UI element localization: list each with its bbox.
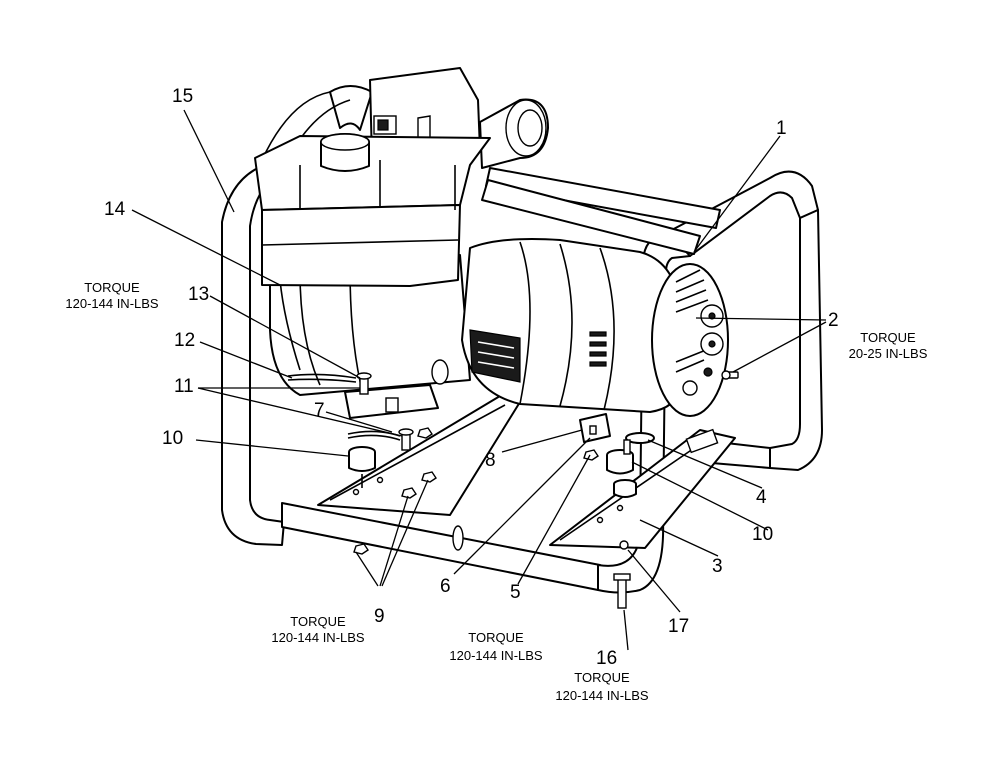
torque-right-value: 20-25 IN-LBS [849, 346, 928, 361]
callout-8: 8 [485, 450, 496, 471]
torque-left-value: 120-144 IN-LBS [65, 296, 159, 311]
callout-10-left: 10 [162, 428, 183, 449]
torque-right-title: TORQUE [860, 330, 916, 345]
callout-1: 1 [776, 118, 787, 139]
callout-4: 4 [756, 487, 767, 508]
torque-item16-value: 120-144 IN-LBS [555, 688, 649, 703]
alternator [461, 238, 739, 417]
callout-9: 9 [374, 606, 385, 627]
circuit-breaker [682, 380, 698, 396]
callout-14: 14 [104, 199, 126, 220]
callout-6: 6 [440, 576, 451, 597]
callout-11: 11 [174, 376, 194, 397]
torque-item9-value: 120-144 IN-LBS [271, 630, 365, 645]
callout-17: 17 [668, 616, 689, 637]
control-panel-grille [675, 269, 709, 373]
torque-notes: TORQUE 120-144 IN-LBS TORQUE 20-25 IN-LB… [65, 280, 927, 703]
vibration-mounts [348, 413, 655, 498]
torque-item9-title: TORQUE [290, 614, 346, 629]
alternator-vents [469, 329, 607, 383]
callout-2: 2 [828, 310, 839, 331]
panel-screw [721, 370, 739, 380]
torque-item16-title: TORQUE [574, 670, 630, 685]
callout-5: 5 [510, 582, 521, 603]
callout-7: 7 [314, 400, 325, 421]
torque-left-title: TORQUE [84, 280, 140, 295]
fasteners [287, 372, 631, 609]
callout-12: 12 [174, 330, 195, 351]
torque-item5-title: TORQUE [468, 630, 524, 645]
engine [269, 67, 549, 419]
torque-item5-value: 120-144 IN-LBS [449, 648, 543, 663]
callout-3: 3 [712, 556, 723, 577]
callout-15: 15 [172, 86, 193, 107]
fuel-tank [254, 133, 491, 287]
callout-13: 13 [188, 284, 209, 305]
callout-16: 16 [596, 648, 617, 669]
callout-10-right: 10 [752, 524, 773, 545]
callout-numbers: 1 2 3 4 5 6 7 8 9 10 10 11 12 13 14 15 1… [104, 86, 839, 669]
leader-lines [131, 109, 827, 651]
